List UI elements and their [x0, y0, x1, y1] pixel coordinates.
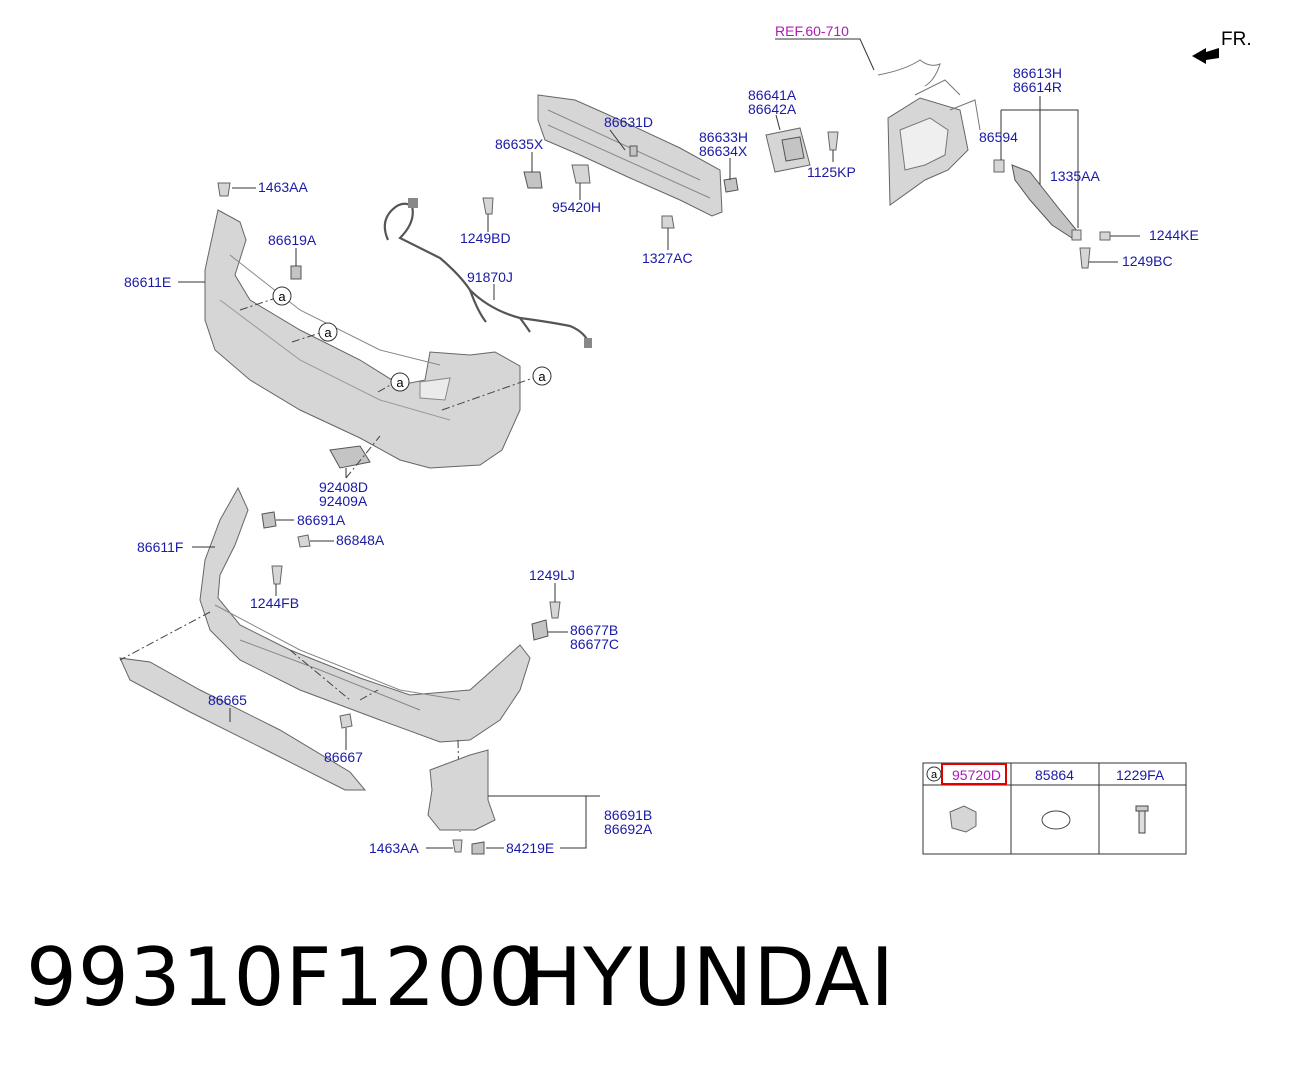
screw-1244FB-icon [271, 565, 283, 585]
callout-86594[interactable]: 86594 [979, 129, 1018, 145]
marker-a-1: a [272, 286, 292, 306]
callout-86691B[interactable]: 86691B [604, 807, 652, 823]
brand-name: HYUNDAI [522, 931, 895, 1024]
sensor-95420H-icon [571, 164, 591, 184]
clip-86691A-icon [261, 511, 277, 529]
body-panel-reference [877, 59, 981, 206]
highlight-box [941, 763, 1007, 785]
leader-86613H [1001, 109, 1079, 228]
rear-bumper-cover-lower [199, 486, 531, 743]
callout-1327AC[interactable]: 1327AC [642, 250, 693, 266]
grommet-icon [1041, 810, 1071, 830]
callout-86848A[interactable]: 86848A [336, 532, 385, 548]
callout-86614R[interactable]: 86614R [1013, 79, 1062, 95]
callout-86677C[interactable]: 86677C [570, 636, 619, 652]
callout-1244KE[interactable]: 1244KE [1149, 227, 1199, 243]
callout-86641A[interactable]: 86641A [748, 87, 797, 103]
screw-icon [1135, 805, 1149, 834]
skid-plate-86665 [119, 657, 367, 791]
table-header-95720D[interactable]: 95720D [952, 767, 1001, 783]
table-header-1229FA[interactable]: 1229FA [1116, 767, 1165, 783]
table-marker-a: a [926, 766, 942, 782]
callout-1244FB[interactable]: 1244FB [250, 595, 299, 611]
clip-86619A-icon [290, 265, 302, 280]
front-arrow-icon [1192, 48, 1219, 64]
callout-1249LJ[interactable]: 1249LJ [529, 567, 575, 583]
rear-bumper-cover-upper [204, 209, 521, 469]
callout-86691A[interactable]: 86691A [297, 512, 346, 528]
callout-86613H[interactable]: 86613H [1013, 65, 1062, 81]
callout-86667[interactable]: 86667 [324, 749, 363, 765]
callout-86633H[interactable]: 86633H [699, 129, 748, 145]
callout-1463AA-bottom[interactable]: 1463AA [369, 840, 419, 856]
callout-91870J[interactable]: 91870J [467, 269, 513, 285]
screw-1244KE-icon [1099, 231, 1111, 241]
sensor-bracket-86641A [765, 127, 811, 173]
callout-86692A[interactable]: 86692A [604, 821, 653, 837]
callout-86665[interactable]: 86665 [208, 692, 247, 708]
callout-86642A[interactable]: 86642A [748, 101, 797, 117]
clip-86633H-icon [723, 177, 739, 193]
reflector-92408D-icon [329, 445, 371, 469]
callout-86635X[interactable]: 86635X [495, 136, 544, 152]
mud-guard-86691B [427, 749, 496, 831]
callout-86611E[interactable]: 86611E [124, 274, 171, 290]
svg-text:a: a [396, 375, 404, 390]
table-header-85864[interactable]: 85864 [1035, 767, 1074, 783]
marker-a-4: a [532, 366, 552, 386]
marker-a-2: a [318, 322, 338, 342]
reference-link[interactable]: REF.60-710 [775, 23, 849, 39]
callout-1335AA[interactable]: 1335AA [1050, 168, 1100, 184]
callout-95420H[interactable]: 95420H [552, 199, 601, 215]
callout-1249BC[interactable]: 1249BC [1122, 253, 1173, 269]
bolt-1125KP-icon [827, 131, 839, 151]
callout-86619A[interactable]: 86619A [268, 232, 317, 248]
bracket-86635X-icon [523, 171, 543, 189]
clip-84219E-icon [471, 841, 485, 855]
clip-86848A-icon [297, 534, 311, 548]
rear-bumper-beam [537, 94, 723, 217]
fastener-1463AA-bottom-icon [452, 839, 463, 853]
callout-92409A[interactable]: 92409A [319, 493, 368, 509]
callout-1463AA-top[interactable]: 1463AA [258, 179, 308, 195]
fastener-1463AA-top-icon [217, 182, 231, 197]
callout-86634X[interactable]: 86634X [699, 143, 748, 159]
callout-86611F[interactable]: 86611F [137, 539, 183, 555]
callout-92408D[interactable]: 92408D [319, 479, 368, 495]
parts-table: a 95720D 85864 1229FA [922, 762, 1187, 855]
reference-leader [775, 38, 875, 71]
sensor-holder-icon [949, 805, 977, 833]
svg-text:a: a [931, 769, 938, 781]
nut-1327AC-icon [661, 215, 675, 229]
svg-text:a: a [324, 325, 332, 340]
svg-text:a: a [538, 369, 546, 384]
marker-a-3: a [390, 372, 410, 392]
front-label: FR. [1221, 29, 1252, 50]
clip-86667-icon [339, 713, 353, 729]
svg-text:a: a [278, 289, 286, 304]
bolt-1249LJ-icon [549, 601, 561, 619]
bolt-1249BC-icon [1079, 247, 1091, 269]
callout-1125KP[interactable]: 1125KP [807, 164, 856, 180]
callout-1249BD[interactable]: 1249BD [460, 230, 511, 246]
part-number: 99310F1200 [26, 931, 541, 1024]
wiring-harness-91870J [383, 198, 592, 348]
bracket-86677B-icon [531, 619, 549, 641]
callout-86631D[interactable]: 86631D [604, 114, 653, 130]
front-direction-indicator: FR. [1192, 29, 1252, 64]
callout-86677B[interactable]: 86677B [570, 622, 618, 638]
callout-84219E[interactable]: 84219E [506, 840, 554, 856]
bolt-1249BD-icon [482, 197, 494, 215]
